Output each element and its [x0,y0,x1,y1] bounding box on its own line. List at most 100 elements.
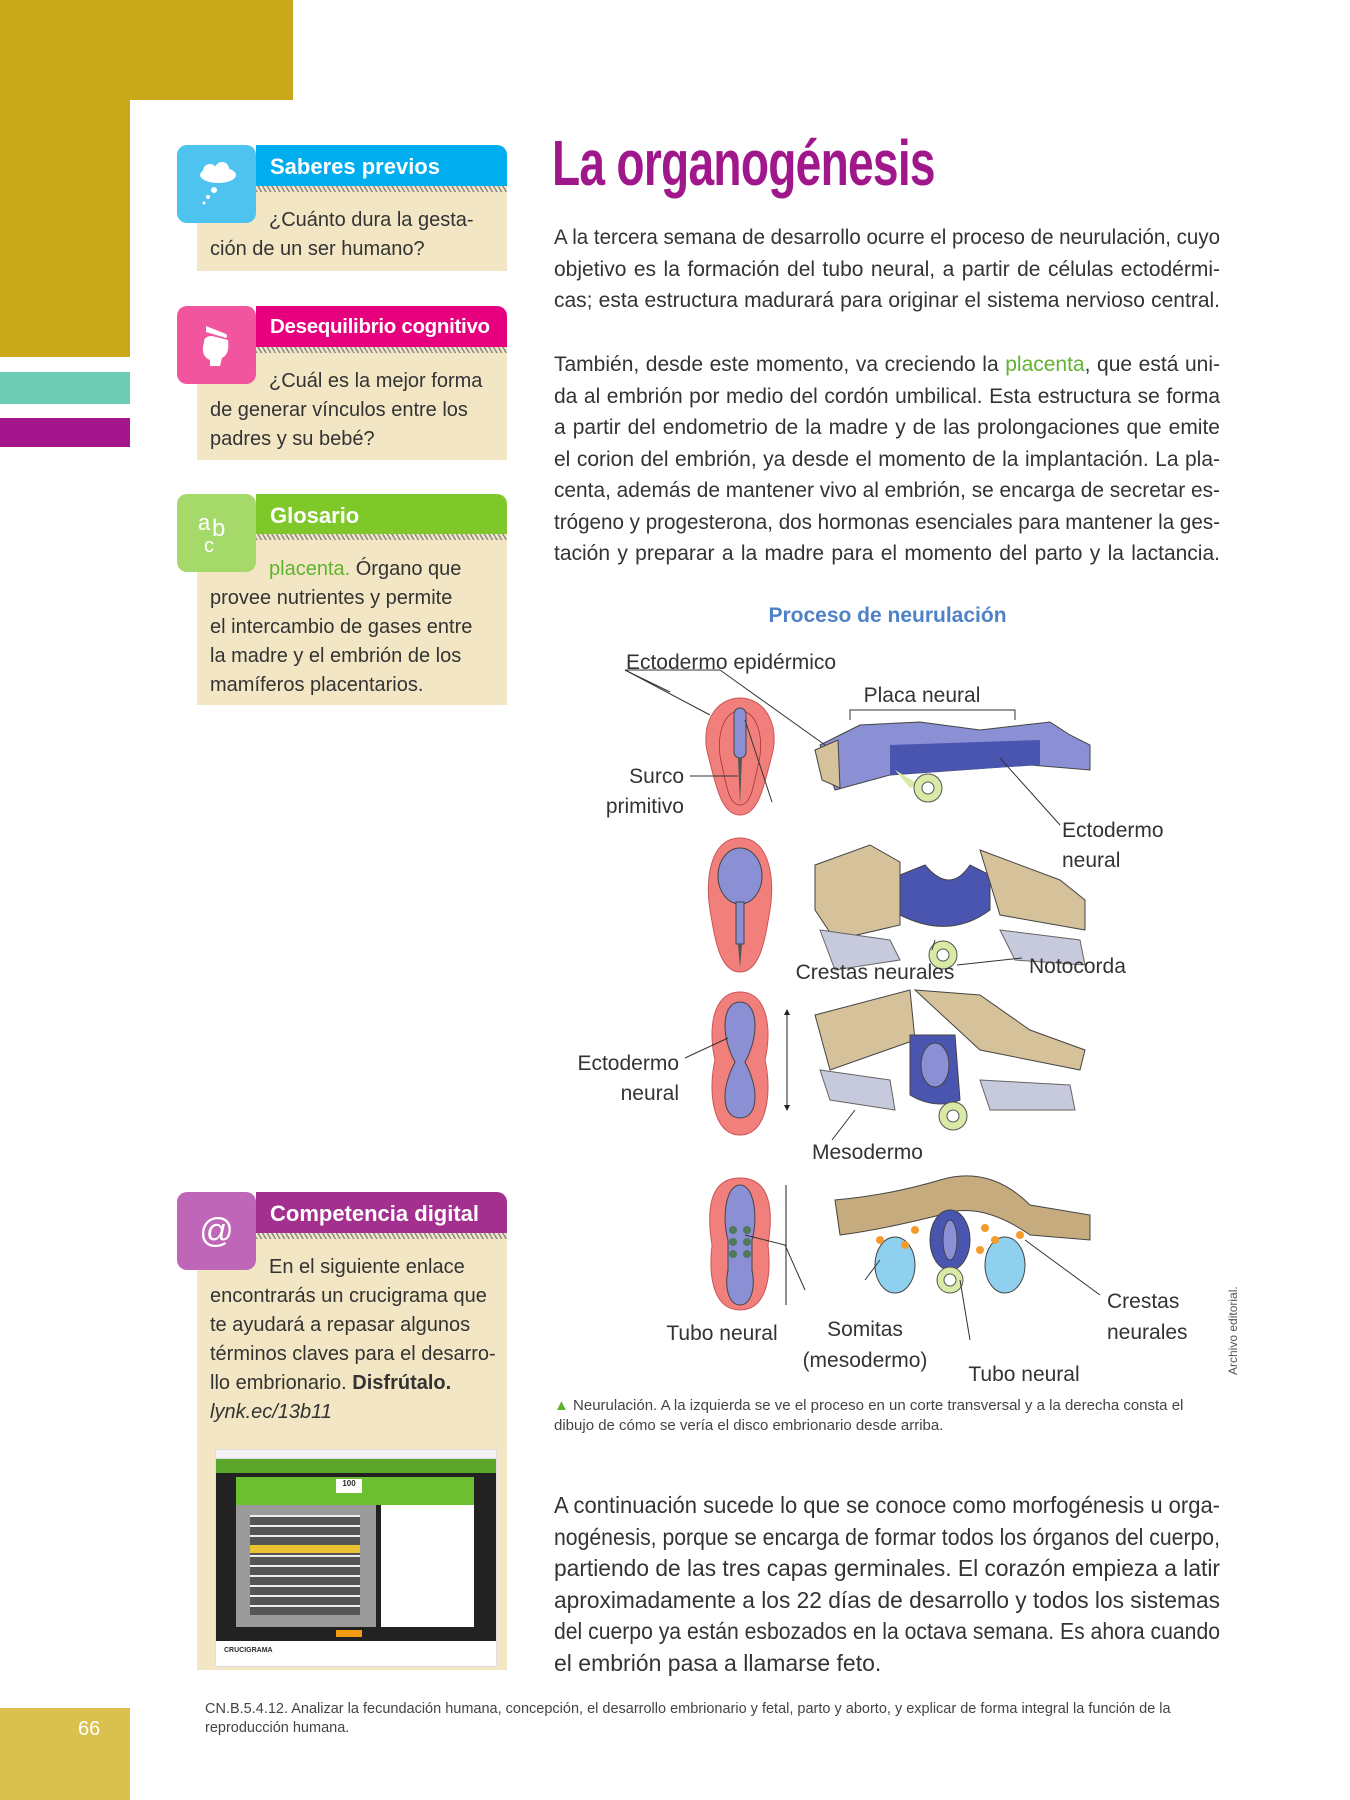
open-head-icon [177,306,256,384]
cross-section-1 [814,721,1091,803]
label-ectodermo-epidermico: Ectodermo epidérmico [626,651,836,674]
label-ectodermo-neural-right: Ectodermo [1062,819,1164,842]
neurulation-diagram: Ectodermo epidérmico Placa neural Surco … [577,651,1187,1386]
bold-text: Disfrútalo. [352,1372,452,1394]
box-text-line: ción de un ser humano? [210,238,425,260]
placenta-highlight: placenta [1005,353,1085,376]
box-text-line: te ayudará a repasar algunos [210,1314,471,1336]
box-text-line: placenta. Órgano que [269,557,461,581]
figure-caption: ▲ Neurulación. A la izquierda se ve el p… [554,1396,1220,1436]
embryo-stage-4 [709,1177,787,1311]
page-number-block [0,1708,130,1800]
triangle-icon: ▲ [554,1397,574,1414]
box-text-line: ¿Cuál es la mejor forma [269,370,483,392]
text-line: centa, además de mantener vivo al embrió… [554,479,1220,502]
thought-cloud-icon [177,145,256,223]
grid-cells [250,1515,360,1615]
text-line: cas; esta estructura madurará para origi… [554,289,1220,312]
box-title: Desequilibrio cognitivo [256,306,507,353]
text-line: aproximadamente a los 22 días de desarro… [554,1586,1220,1613]
box-text-line: En el siguiente enlace [269,1256,465,1278]
box-text-line: el intercambio de gases entre [210,616,473,638]
box-text-line: ¿Cuánto dura la gesta- [269,209,474,231]
label-crestas: Crestas [1107,1290,1179,1313]
leader-lines [624,669,1101,1341]
box-text-line: la madre y el embrión de los [210,645,462,667]
cross-section-3 [814,989,1086,1131]
glossary-term: placenta. [269,558,351,580]
text-line: A la tercera semana de desarrollo ocurre… [554,226,1220,249]
curriculum-footnote: CN.B.5.4.12. Analizar la fecundación hum… [205,1701,1171,1736]
check-button [336,1630,362,1637]
paragraph-1: A la tercera semana de desarrollo ocurre… [554,222,1220,317]
gold-side-band [0,0,130,357]
text-line: nogénesis, porque se encarga de formar t… [554,1523,1220,1550]
image-credit: Archivo editorial. [1226,1286,1240,1375]
label-tubo-neural-right: Tubo neural [968,1363,1079,1386]
text-line: trógeno y progesterona, dos hormonas ese… [554,510,1220,534]
label-somitas: Somitas [827,1318,903,1341]
box-text-line: padres y su bebé? [210,428,375,450]
crossword-grid [236,1505,376,1627]
box-text-line: llo embrionario. Disfrútalo. [210,1371,451,1395]
app-header [216,1459,496,1473]
crossword-link[interactable]: lynk.ec/13b11 [210,1401,332,1423]
text-line: partiendo de las tres capas germinales. … [554,1555,1220,1582]
label-neurales: neurales [1107,1321,1188,1344]
text-line: del cuerpo ya están esbozados en la octa… [554,1618,1220,1645]
cross-section-4 [834,1175,1091,1294]
embryo-stage-2 [707,837,773,973]
text-line: A continuación sucede lo que se conoce c… [554,1492,1220,1518]
thumb-title: CRUCIGRAMA [224,1647,273,1654]
box-text-line: provee nutrientes y permite [210,587,453,609]
diagram-labels: Ectodermo epidérmico Placa neural Surco … [577,651,1187,1386]
at-sign-icon: @ [177,1192,256,1270]
text-line: el embrión pasa a llamarse feto. [554,1649,882,1676]
box-text-line: de generar vínculos entre los [210,399,468,421]
paragraph-2: También, desde este momento, va creciend… [554,349,1220,570]
label-mesodermo-paren: (mesodermo) [803,1349,928,1372]
page-title: La organogénesis [552,127,936,199]
text-line: el corion del embrión, ya desde el momen… [554,447,1220,471]
figure-title: Proceso de neurulación [768,604,1007,627]
caption-text: Neurulación. A la izquierda se ve el pro… [554,1397,1184,1434]
label-notocorda: Notocorda [1029,955,1126,978]
label-primitivo: primitivo [606,795,684,818]
label-mesodermo: Mesodermo [812,1141,923,1164]
svg-text:c: c [204,535,214,557]
highlighted-word [250,1545,360,1553]
label-neural-left: neural [621,1082,679,1105]
box-title: Saberes previos [256,145,507,192]
clues-panel [381,1505,474,1627]
text-line: da al embrión por medio del cordón umbil… [554,384,1220,408]
paragraph-3: A continuación sucede lo que se conoce c… [554,1490,1220,1680]
svg-text:a: a [198,510,211,535]
text-line: tación y preparar a la madre para el mom… [554,542,1220,565]
glossary-definition-start: Órgano que [350,558,462,580]
box-title: Competencia digital [256,1192,507,1239]
label-surco: Surco [629,765,684,788]
magenta-band [0,418,130,447]
crossword-screenshot: 100 CRUCIGRAMA [215,1449,497,1667]
browser-bar [216,1450,496,1459]
box-text-line: mamíferos placentarios. [210,674,424,696]
box-text-line: términos claves para el desarro- [210,1343,496,1365]
text-line: También, desde este momento, va creciend… [554,353,1220,376]
text-line: a partir del endometrio de la madre y de… [554,416,1220,439]
svg-text:b: b [212,515,225,542]
embryo-stage-1 [705,697,775,816]
text-line: objetivo es la formación del tubo neural… [554,257,1220,281]
box-text-line: encontrarás un crucigrama que [210,1285,487,1307]
score: 100 [336,1479,362,1493]
cross-section-2 [814,844,1086,971]
box-title: Glosario [256,494,507,540]
label-placa-neural: Placa neural [864,684,981,707]
page-number: 66 [78,1718,101,1740]
text: llo embrionario. [210,1372,353,1394]
label-crestas-neurales: Crestas neurales [796,961,955,984]
label-ectodermo-left: Ectodermo [577,1052,679,1075]
label-neural-right: neural [1062,849,1120,872]
teal-band [0,372,130,404]
embryo-stage-3 [711,991,790,1136]
